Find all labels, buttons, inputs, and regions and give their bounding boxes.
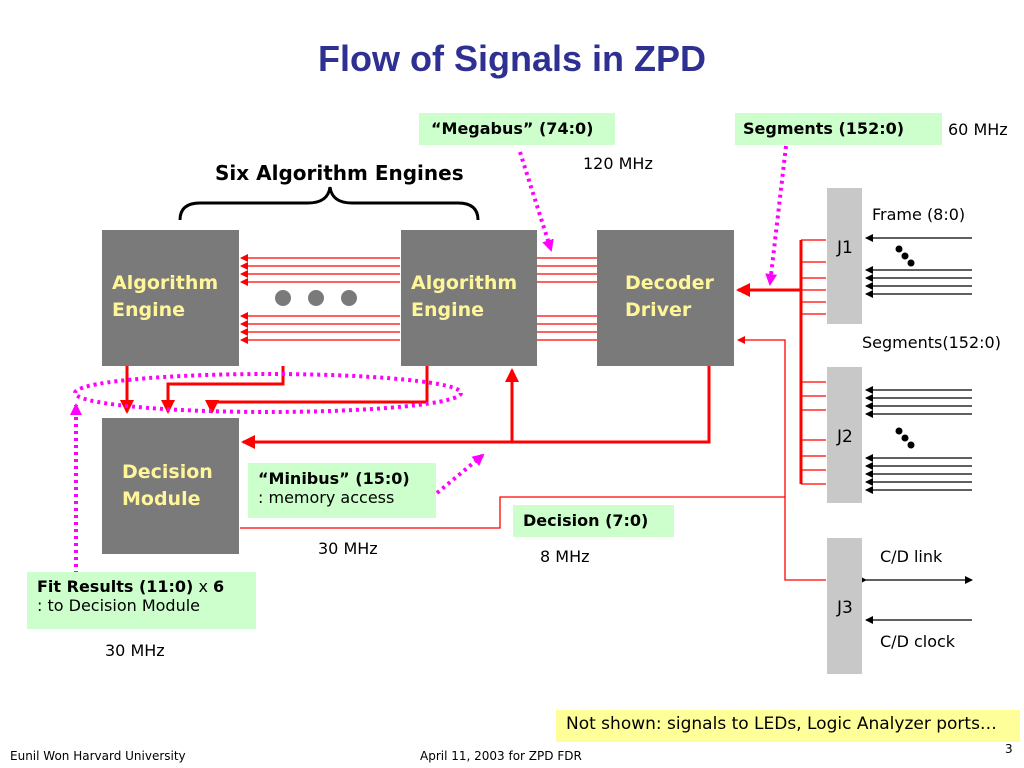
connector-j3-label: J3 — [837, 598, 853, 618]
megabus-pointer — [518, 151, 554, 252]
fit-results-subtitle: : to Decision Module — [37, 596, 201, 615]
not-shown-note: Not shown: signals to LEDs, Logic Analyz… — [556, 710, 1020, 742]
minibus-pointer — [435, 453, 485, 495]
minibus-subtitle: : memory access — [258, 488, 395, 507]
decoder-driver: Decoder Driver — [597, 230, 734, 366]
connector-j2: J2 — [827, 367, 862, 503]
frame-signal-label: Frame (8:0) — [872, 205, 966, 224]
footer-date: April 11, 2003 for ZPD FDR — [420, 749, 582, 763]
megabus-lines-left — [240, 254, 400, 344]
fit-results-title: Fit Results (11:0) x 6 — [37, 577, 225, 596]
decision-frequency: 8 MHz — [540, 547, 590, 566]
engines-brace — [178, 186, 480, 221]
algorithm-engine-2-label: Algorithm Engine — [411, 272, 518, 321]
engines-group-label: Six Algorithm Engines — [215, 161, 464, 185]
connector-j1-label: J1 — [837, 238, 853, 258]
ellipsis-dot — [308, 290, 324, 306]
ellipsis-dot — [341, 290, 357, 306]
minibus-ellipse — [73, 372, 463, 414]
ellipsis-dot — [275, 290, 291, 306]
decoder-driver-label: Decoder Driver — [625, 272, 714, 321]
megabus-lines-right — [537, 257, 597, 341]
page-number: 3 — [1005, 742, 1013, 756]
connector-j1: J1 — [827, 188, 862, 324]
segments-frequency: 60 MHz — [948, 120, 1008, 139]
j1-external-signals — [865, 234, 972, 298]
minibus-title: “Minibus” (15:0) — [258, 469, 410, 488]
minibus-wires — [241, 366, 711, 449]
megabus-callout: “Megabus” (74:0) — [419, 113, 615, 145]
footer-author: Eunil Won Harvard University — [10, 749, 186, 763]
j3-cd-signals — [859, 576, 973, 624]
segments-pointer — [765, 145, 788, 286]
connector-j2-label: J2 — [837, 427, 853, 447]
algorithm-engine-1: Algorithm Engine — [102, 230, 239, 366]
slide-title: Flow of Signals in ZPD — [317, 38, 706, 79]
algorithm-engine-2: Algorithm Engine — [401, 230, 537, 366]
j2-external-signals — [865, 386, 972, 494]
segments-bus-wires — [736, 239, 826, 485]
megabus-frequency: 120 MHz — [583, 154, 653, 173]
decision-module: Decision Module — [102, 418, 239, 554]
minibus-frequency: 30 MHz — [318, 539, 378, 558]
fit-results-callout: Fit Results (11:0) x 6 : to Decision Mod… — [27, 572, 256, 629]
connector-j3: J3 — [827, 538, 862, 674]
decision-module-label: Decision Module — [122, 461, 213, 510]
fit-results-frequency: 30 MHz — [105, 641, 165, 660]
cd-link-label: C/D link — [880, 547, 943, 566]
algorithm-engine-1-label: Algorithm Engine — [112, 272, 219, 321]
segments-callout: Segments (152:0) — [735, 113, 942, 145]
decision-bus-callout: Decision (7:0) — [513, 505, 674, 537]
minibus-callout: “Minibus” (15:0) : memory access — [248, 463, 436, 518]
segments-signal-label: Segments(152:0) — [862, 333, 1001, 352]
cd-clock-label: C/D clock — [880, 632, 956, 651]
j3-wire — [737, 336, 826, 581]
decision-bus-wire — [240, 496, 785, 529]
